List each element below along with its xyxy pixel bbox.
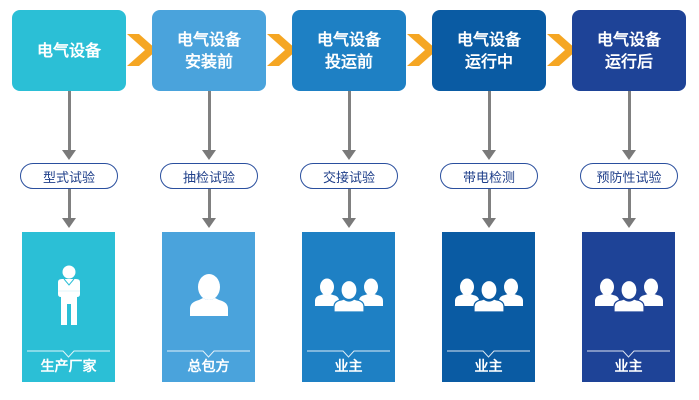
stage-box-3: 电气设备 投运前 [292,10,406,91]
party-label: 业主 [334,359,363,375]
test-type-pill: 预防性试验 [580,163,678,189]
stage-box-1: 电气设备 [12,10,126,91]
connector-line [348,189,351,219]
group-icon [302,260,395,330]
arrow-down-icon [482,218,496,228]
party-card-3: 业主 [302,232,395,382]
group-icon [582,260,675,330]
party-card-4: 业主 [442,232,535,382]
stage-box-5: 电气设备 运行后 [572,10,686,91]
chevron-right-icon [267,34,297,66]
connector-line [208,189,211,219]
stage-column-2: 电气设备 安装前 抽检试验 总包方 [140,0,280,400]
chevron-right-icon [547,34,577,66]
stage-column-5: 电气设备 运行后 预防性试验 [560,0,699,400]
stage-title-line2: 安装前 [184,51,233,71]
arrow-down-icon [622,150,636,160]
party-label: 生产厂家 [40,359,97,375]
connector-line [628,189,631,219]
test-type-label: 型式试验 [42,170,95,186]
arrow-down-icon [62,150,76,160]
party-card-2: 总包方 [162,232,255,382]
party-card-1: 生产厂家 [22,232,115,382]
arrow-down-icon [202,218,216,228]
card-divider [27,350,110,358]
test-type-label: 带电检测 [462,170,515,186]
arrow-down-icon [342,150,356,160]
person-bust-icon [162,260,255,330]
connector-line [628,91,631,151]
stage-title-line1: 电气设备 [176,29,241,49]
stage-column-1: 电气设备 型式试验 生产厂家 [0,0,140,400]
card-divider [307,350,390,358]
arrow-down-icon [622,218,636,228]
card-divider [587,350,670,358]
party-card-5: 业主 [582,232,675,382]
chevron-right-icon [407,34,437,66]
test-type-label: 抽检试验 [182,170,235,186]
connector-line [208,91,211,151]
stage-box-2: 电气设备 安装前 [152,10,266,91]
stage-column-3: 电气设备 投运前 交接试验 [280,0,420,400]
stage-title-line1: 电气设备 [316,29,381,49]
person-standing-icon [22,260,115,330]
group-icon [442,260,535,330]
party-label: 总包方 [187,359,230,375]
test-type-pill: 抽检试验 [160,163,258,189]
connector-line [348,91,351,151]
connector-line [68,91,71,151]
arrow-down-icon [62,218,76,228]
test-type-pill: 交接试验 [300,163,398,189]
arrow-down-icon [202,150,216,160]
stage-title-line2: 运行后 [604,51,653,71]
stage-title-line1: 电气设备 [456,29,521,49]
stage-title-line1: 电气设备 [36,40,101,60]
stage-box-4: 电气设备 运行中 [432,10,546,91]
stage-column-4: 电气设备 运行中 带电检测 [420,0,560,400]
stage-title-line2: 投运前 [324,51,373,71]
test-type-pill: 型式试验 [20,163,118,189]
party-label: 业主 [474,359,503,375]
card-divider [167,350,250,358]
card-divider [447,350,530,358]
arrow-down-icon [482,150,496,160]
chevron-right-icon [127,34,157,66]
party-label: 业主 [614,359,643,375]
connector-line [488,91,491,151]
test-type-label: 交接试验 [322,170,375,186]
test-type-pill: 带电检测 [440,163,538,189]
stage-title-line2: 运行中 [464,51,513,71]
connector-line [488,189,491,219]
connector-line [68,189,71,219]
arrow-down-icon [342,218,356,228]
test-type-label: 预防性试验 [596,170,662,186]
stage-title-line1: 电气设备 [596,29,661,49]
